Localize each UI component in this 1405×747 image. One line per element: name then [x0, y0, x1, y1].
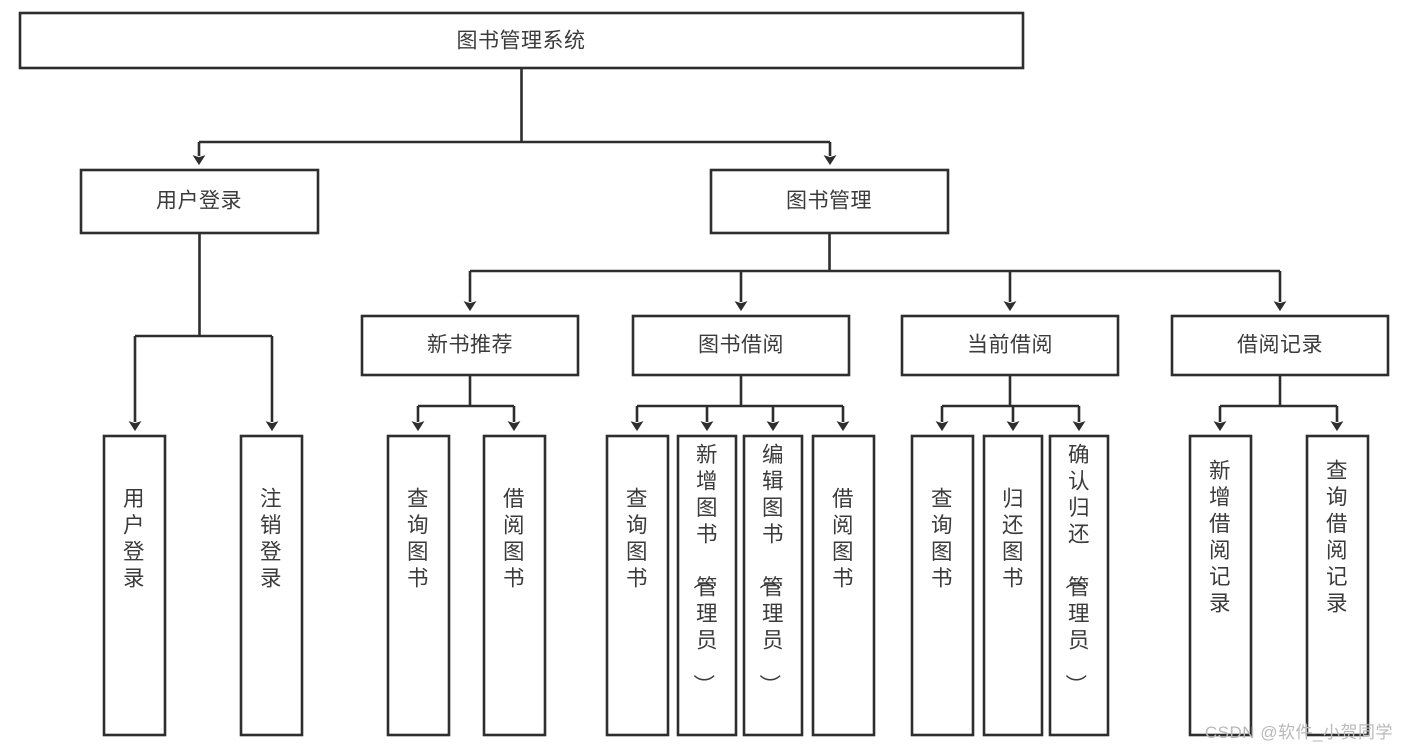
node-leaf-user-login-label: 用户登录 [123, 487, 145, 591]
node-root-label: 图书管理系统 [457, 30, 586, 53]
node-leaf-add-book-label: 新增图书（管理员） [691, 443, 718, 696]
node-leaf-query-book-borrow[interactable]: 查询图书 [605, 434, 670, 737]
node-leaf-logout-label: 注销登录 [260, 487, 282, 591]
node-leaf-add-record-box[interactable] [1188, 434, 1253, 737]
node-root-box[interactable] [18, 11, 1025, 70]
node-leaf-borrow-book-rec-box[interactable] [482, 434, 547, 737]
node-leaf-user-login-box[interactable] [102, 434, 167, 737]
node-leaf-user-login[interactable]: 用户登录 [102, 434, 167, 737]
node-leaf-logout-box[interactable] [239, 434, 304, 737]
node-leaf-edit-book-label: 编辑图书（管理员） [757, 443, 784, 696]
node-leaf-confirm-return-box[interactable] [1048, 434, 1110, 737]
node-leaf-borrow-book[interactable]: 借阅图书 [811, 434, 876, 737]
node-book-borrow-box[interactable] [631, 314, 851, 377]
connector-layer [128, 68, 1344, 432]
node-new-book-recommend[interactable]: 新书推荐 [360, 314, 580, 377]
node-book-borrow[interactable]: 图书借阅 [631, 314, 851, 377]
node-book-borrow-label: 图书借阅 [698, 334, 784, 357]
node-borrow-record[interactable]: 借阅记录 [1170, 314, 1390, 377]
node-leaf-borrow-book-rec[interactable]: 借阅图书 [482, 434, 547, 737]
node-leaf-query-record-label: 查询借阅记录 [1326, 459, 1348, 616]
node-leaf-add-book[interactable]: 新增图书（管理员） [676, 434, 738, 737]
node-leaf-query-book-borrow-label: 查询图书 [626, 487, 648, 591]
node-leaf-query-book-cur[interactable]: 查询图书 [910, 434, 975, 737]
node-leaf-edit-book-box[interactable] [742, 434, 804, 737]
node-leaf-add-book-box[interactable] [676, 434, 738, 737]
node-leaf-return-book[interactable]: 归还图书 [982, 434, 1044, 737]
node-book-management-box[interactable] [709, 168, 950, 235]
node-root[interactable]: 图书管理系统 [18, 11, 1025, 70]
node-leaf-edit-book[interactable]: 编辑图书（管理员） [742, 434, 804, 737]
node-leaf-query-record-box[interactable] [1305, 434, 1370, 737]
node-leaf-query-book-cur-label: 查询图书 [931, 487, 953, 591]
node-leaf-query-book-cur-box[interactable] [910, 434, 975, 737]
node-book-management-label: 图书管理 [786, 190, 872, 213]
node-user-login-label: 用户登录 [156, 190, 242, 213]
node-current-borrow[interactable]: 当前借阅 [900, 314, 1120, 377]
node-borrow-record-label: 借阅记录 [1237, 334, 1323, 357]
node-leaf-return-book-label: 归还图书 [1002, 487, 1024, 591]
node-book-management[interactable]: 图书管理 [709, 168, 950, 235]
csdn-watermark: CSDN @软件_小贺同学 [1204, 723, 1393, 742]
node-leaf-query-record[interactable]: 查询借阅记录 [1305, 434, 1370, 737]
node-leaf-add-record-label: 新增借阅记录 [1209, 459, 1231, 616]
node-leaf-logout[interactable]: 注销登录 [239, 434, 304, 737]
node-leaf-borrow-book-label: 借阅图书 [832, 487, 854, 591]
node-new-book-recommend-label: 新书推荐 [427, 334, 513, 357]
node-borrow-record-box[interactable] [1170, 314, 1390, 377]
node-leaf-return-book-box[interactable] [982, 434, 1044, 737]
node-leaf-confirm-return-label: 确认归还（管理员） [1063, 443, 1090, 696]
node-leaf-query-book-rec[interactable]: 查询图书 [386, 434, 451, 737]
node-leaf-query-book-rec-box[interactable] [386, 434, 451, 737]
node-leaf-borrow-book-rec-label: 借阅图书 [503, 487, 525, 591]
node-leaf-query-book-rec-label: 查询图书 [407, 487, 429, 591]
node-leaf-borrow-book-box[interactable] [811, 434, 876, 737]
node-user-login[interactable]: 用户登录 [79, 168, 320, 235]
node-leaf-add-record[interactable]: 新增借阅记录 [1188, 434, 1253, 737]
node-user-login-box[interactable] [79, 168, 320, 235]
node-current-borrow-box[interactable] [900, 314, 1120, 377]
node-new-book-recommend-box[interactable] [360, 314, 580, 377]
node-leaf-confirm-return[interactable]: 确认归还（管理员） [1048, 434, 1110, 737]
node-current-borrow-label: 当前借阅 [967, 334, 1053, 357]
node-leaf-query-book-borrow-box[interactable] [605, 434, 670, 737]
